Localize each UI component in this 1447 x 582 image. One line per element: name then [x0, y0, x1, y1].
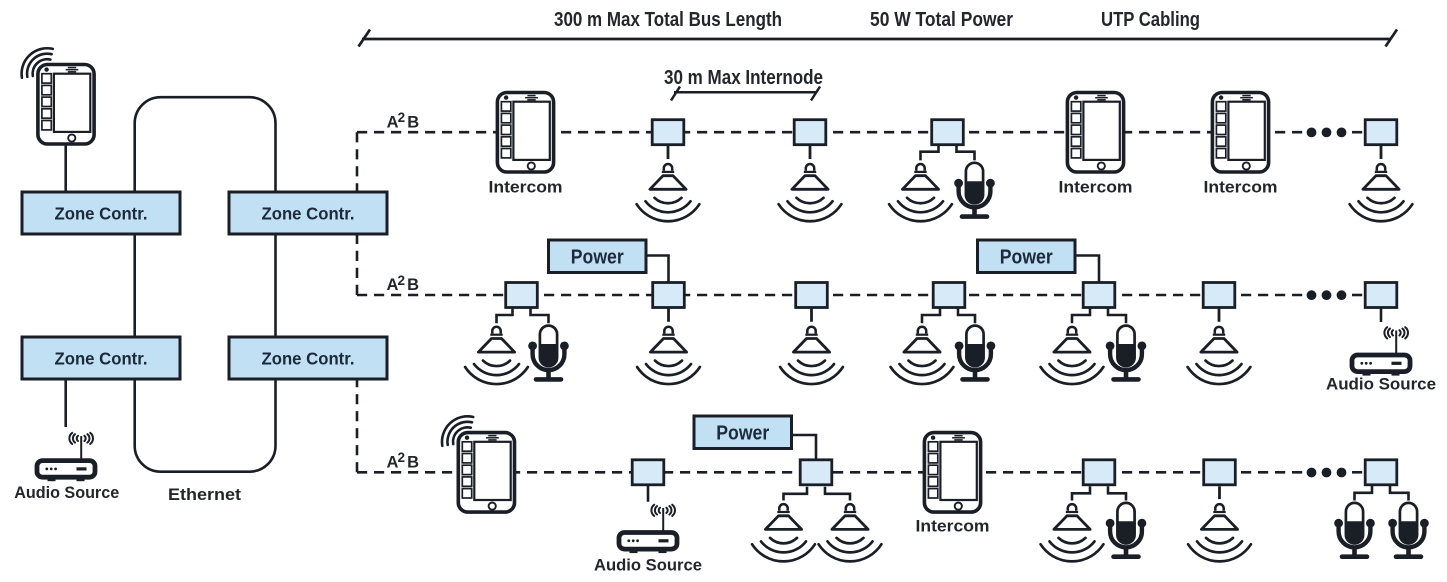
svg-text:Audio Source: Audio Source [14, 483, 119, 502]
svg-text:Zone Contr.: Zone Contr. [55, 348, 148, 368]
svg-text:Zone Contr.: Zone Contr. [262, 348, 355, 368]
svg-text:2: 2 [398, 110, 406, 125]
svg-text:Zone Contr.: Zone Contr. [262, 203, 355, 223]
svg-text:300 m Max Total Bus Length: 300 m Max Total Bus Length [554, 8, 782, 31]
svg-text:Power: Power [1000, 247, 1053, 269]
svg-text:UTP Cabling: UTP Cabling [1101, 8, 1200, 31]
svg-text:A: A [387, 113, 399, 131]
svg-text:Power: Power [716, 423, 769, 445]
svg-text:Intercom: Intercom [1204, 177, 1278, 196]
svg-text:A: A [387, 453, 399, 471]
svg-text:Intercom: Intercom [916, 517, 990, 536]
svg-text:Audio Source: Audio Source [1326, 374, 1436, 393]
svg-text:Power: Power [571, 247, 624, 269]
svg-text:2: 2 [398, 450, 406, 465]
svg-text:30 m Max Internode: 30 m Max Internode [664, 66, 823, 89]
svg-text:A: A [387, 276, 399, 294]
svg-text:Audio Source: Audio Source [594, 555, 702, 574]
svg-text:B: B [407, 113, 419, 131]
svg-text:Intercom: Intercom [1059, 177, 1133, 196]
svg-text:2: 2 [398, 273, 406, 288]
svg-text:Intercom: Intercom [489, 177, 563, 196]
svg-text:Zone Contr.: Zone Contr. [55, 203, 148, 223]
svg-text:B: B [407, 453, 419, 471]
svg-text:Ethernet: Ethernet [168, 485, 241, 504]
svg-text:50 W Total Power: 50 W Total Power [870, 8, 1013, 31]
svg-text:B: B [407, 276, 419, 294]
